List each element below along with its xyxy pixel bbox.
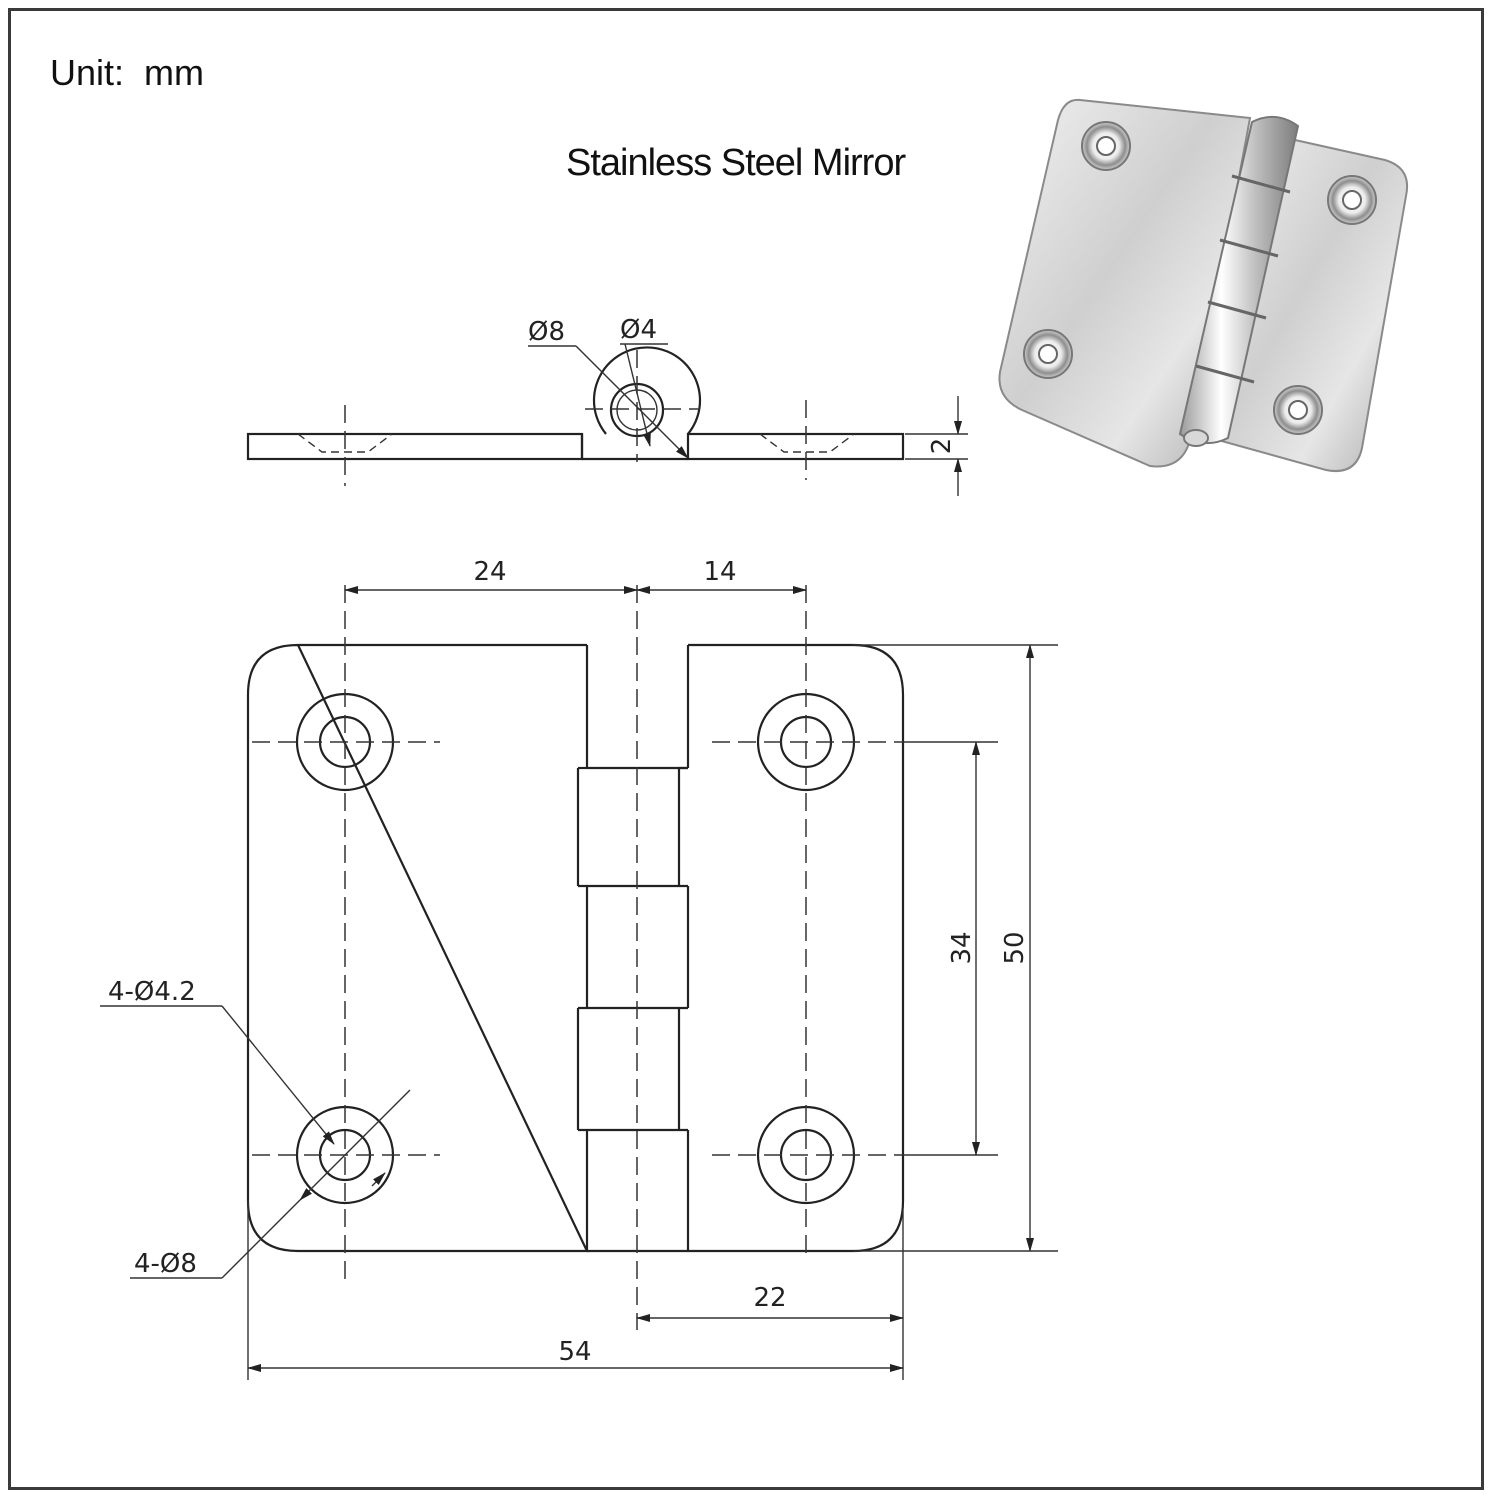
image-frame: [8, 8, 1484, 1490]
thickness-label: 2: [927, 438, 957, 455]
side-view: Ø8 Ø4 2: [246, 315, 968, 496]
dim-34-label: 34: [947, 931, 977, 964]
product-title: Stainless Steel Mirror: [566, 142, 906, 184]
dim-24-label: 24: [473, 557, 506, 587]
dim-50-label: 50: [1000, 931, 1030, 964]
stainless-hinge-photo-icon: [998, 98, 1408, 472]
dim-22-label: 22: [753, 1283, 786, 1313]
knuckle-diameter-label: Ø8: [528, 317, 565, 347]
front-view: 24 14 34 50 22 54 4-Ø4.2 4-Ø8: [100, 557, 1058, 1380]
unit-label: Unit: mm: [50, 52, 205, 93]
dim-14-label: 14: [703, 557, 736, 587]
hole-diameter-callout: 4-Ø4.2: [108, 977, 196, 1007]
dim-54-label: 54: [558, 1337, 591, 1367]
pin-diameter-label: Ø4: [620, 315, 657, 345]
countersink-diameter-callout: 4-Ø8: [134, 1249, 197, 1279]
